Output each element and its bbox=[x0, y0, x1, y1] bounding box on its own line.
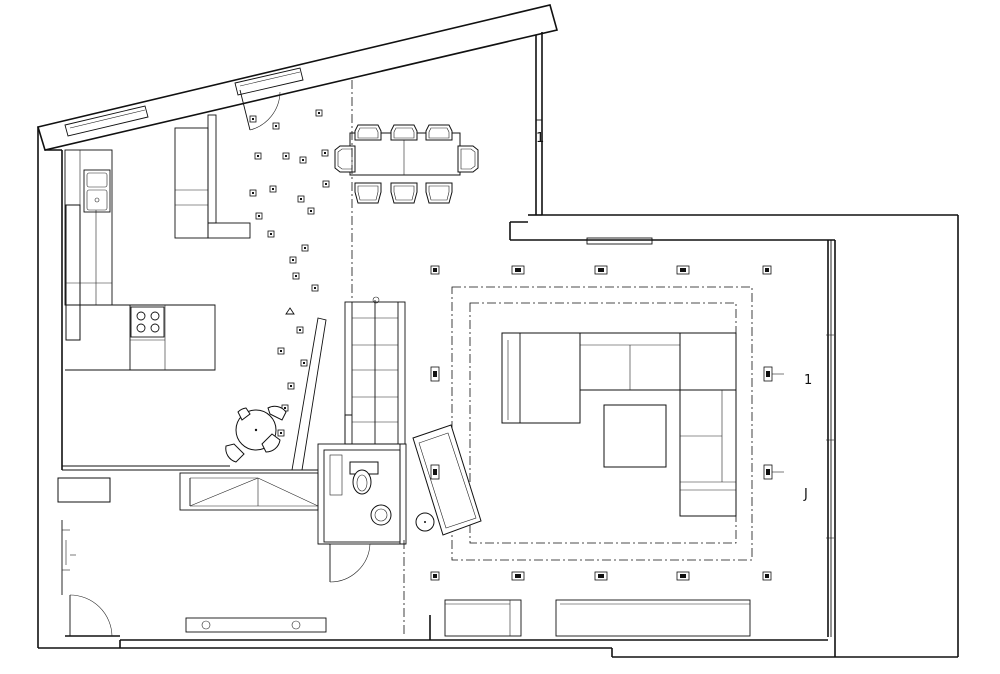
radiator bbox=[586, 237, 653, 245]
washbasin-icon bbox=[370, 504, 392, 526]
toilet-icon bbox=[352, 469, 372, 495]
ceiling-lights bbox=[430, 265, 784, 581]
kitchen bbox=[64, 114, 251, 371]
living-area bbox=[412, 237, 834, 637]
sink-icon bbox=[83, 169, 111, 213]
wc-room bbox=[317, 443, 407, 583]
floor-spot-lights bbox=[249, 109, 330, 437]
right-window-marks bbox=[826, 334, 834, 539]
cooktop-icon bbox=[130, 306, 165, 338]
coffee-table bbox=[603, 404, 667, 468]
lounge-chair bbox=[412, 424, 482, 536]
axis-lines bbox=[351, 80, 405, 636]
door-upper bbox=[239, 89, 281, 131]
elevation-label-upper: 1 bbox=[536, 131, 544, 146]
sectional-sofa bbox=[501, 332, 737, 517]
dining-chair-icons bbox=[334, 124, 479, 204]
dining-area bbox=[334, 124, 479, 204]
entry-console bbox=[185, 617, 327, 633]
top-windows bbox=[64, 67, 304, 137]
interior-walls bbox=[57, 465, 319, 637]
elevation-label-lower: J bbox=[803, 487, 808, 502]
exterior-walls bbox=[36, 4, 959, 658]
elevation-label-right: 1 bbox=[804, 373, 812, 388]
bistro-table bbox=[225, 405, 287, 463]
sideboards bbox=[444, 599, 751, 637]
